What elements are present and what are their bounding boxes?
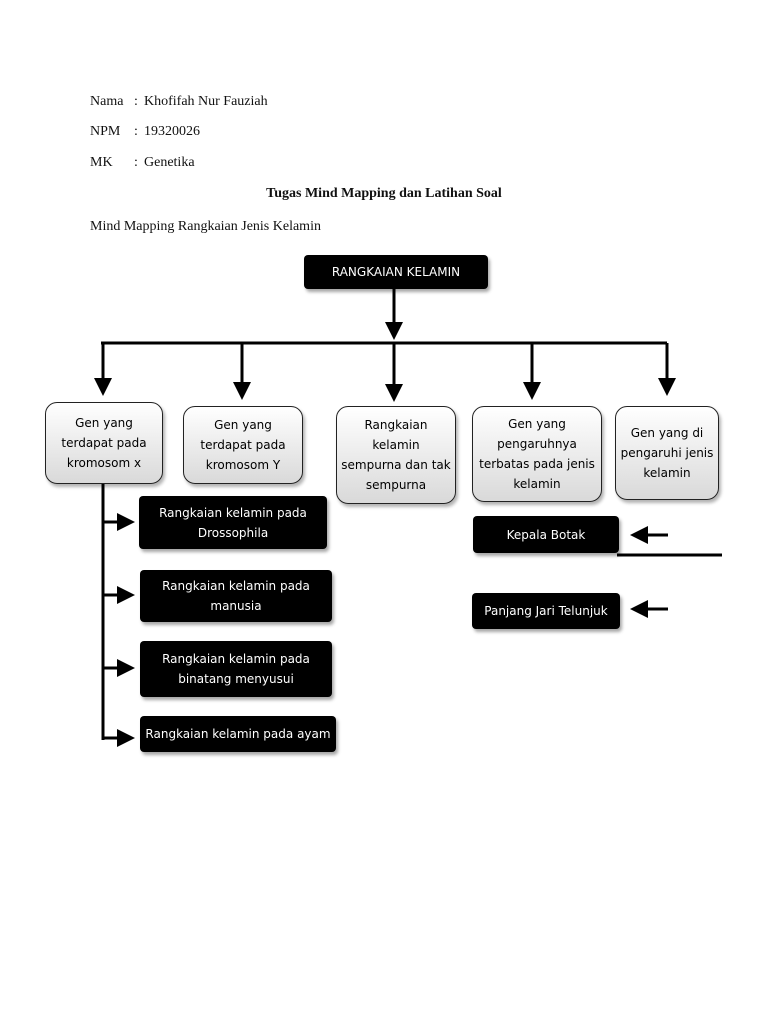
nama-row: Nama: Khofifah Nur Fauziah (90, 94, 268, 110)
branch-kromosom-y: Gen yang terdapat pada kromosom Y (183, 406, 303, 484)
x-child-ayam: Rangkaian kelamin pada ayam (140, 716, 336, 752)
branch-sempurna: Rangkaian kelamin sempurna dan tak sempu… (336, 406, 456, 504)
x-child-menyusui: Rangkaian kelamin pada binatang menyusui (140, 641, 332, 697)
branch-dipengaruhi: Gen yang di pengaruhi jenis kelamin (615, 406, 719, 500)
x-child-manusia: Rangkaian kelamin pada manusia (140, 570, 332, 622)
branch-kromosom-x: Gen yang terdapat pada kromosom x (45, 402, 163, 484)
npm-colon: : (134, 124, 138, 139)
nama-label: Nama (90, 94, 124, 109)
npm-row: NPM:19320026 (90, 124, 200, 140)
root-node: RANGKAIAN KELAMIN (304, 255, 488, 289)
nama-value: Khofifah Nur Fauziah (144, 94, 268, 109)
branch-terbatas: Gen yang pengaruhnya terbatas pada jenis… (472, 406, 602, 502)
x-child-drossophila: Rangkaian kelamin pada Drossophila (139, 496, 327, 549)
mk-colon: : (134, 155, 138, 170)
page-title: Tugas Mind Mapping dan Latihan Soal (266, 186, 502, 201)
limited-kepala-botak: Kepala Botak (473, 516, 619, 553)
npm-value: 19320026 (144, 124, 200, 139)
mk-row: MK: Genetika (90, 155, 195, 171)
mk-label: MK (90, 155, 113, 170)
mk-value: Genetika (144, 155, 195, 170)
nama-colon: : (134, 94, 138, 109)
subtitle: Mind Mapping Rangkaian Jenis Kelamin (90, 219, 321, 234)
limited-jari-telunjuk: Panjang Jari Telunjuk (472, 593, 620, 629)
npm-label: NPM (90, 124, 121, 139)
